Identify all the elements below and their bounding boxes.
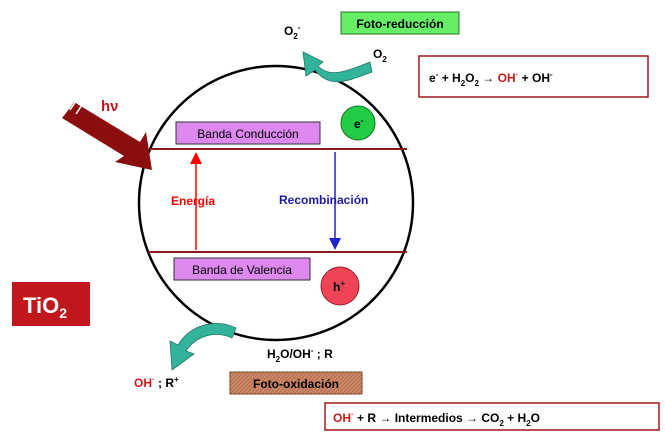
photon-arrow [62, 102, 152, 170]
energy-label: Energía [171, 194, 215, 208]
o2-radical-label: O2- [284, 23, 301, 41]
oh-radical-product-label: OH· ; R+ [134, 375, 179, 390]
reduction-curved-arrow [302, 51, 373, 83]
conduction-band-label: Banda Conducción [197, 127, 298, 141]
photooxidation-label: Foto-oxidación [253, 377, 339, 391]
photon-arrow-stripe [75, 101, 85, 115]
valence-band-label: Banda de Valencia [192, 263, 292, 277]
photon-arrow-stripe [69, 97, 79, 111]
tio2-badge [12, 282, 90, 326]
hole-label: h+ [333, 279, 345, 294]
oxidation-equation-box [324, 402, 660, 431]
recombination-label: Recombinación [279, 193, 368, 207]
conduction-band-box [175, 121, 321, 145]
oxidation-equation: OH· + R → Intermedios → CO2 + H2O [333, 410, 540, 428]
tio2-label: TiO2 [23, 293, 67, 321]
photooxidation-box [229, 371, 363, 395]
h2o-oh-label: H2O/OH- ; R [267, 346, 333, 364]
oxidation-curved-arrow [169, 323, 237, 371]
hv-label: hν [101, 98, 119, 115]
reduction-equation: e- + H2O2 → OH· + OH- [429, 70, 553, 88]
valence-band-box [173, 257, 311, 281]
hole-circle [320, 266, 360, 306]
photoreduction-label: Foto-reducción [356, 17, 443, 31]
electron-circle [340, 105, 376, 141]
o2-label: O2 [373, 47, 387, 64]
photoreduction-box [340, 11, 460, 35]
electron-label: e- [354, 116, 364, 131]
reduction-equation-box [418, 55, 649, 98]
